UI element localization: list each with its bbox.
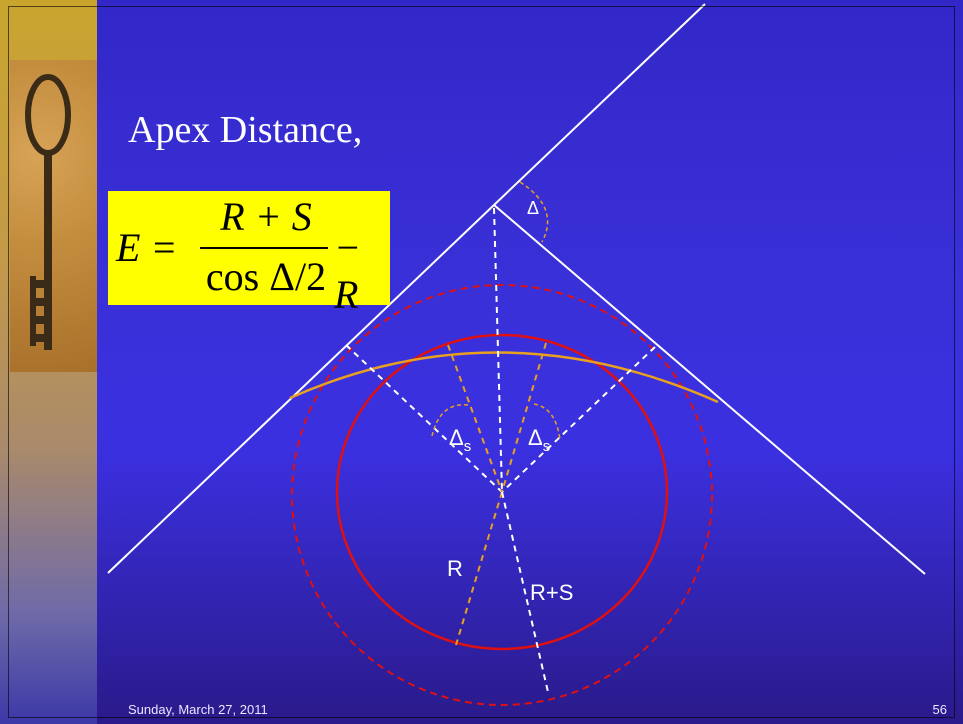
radius-r-line [455, 491, 503, 646]
curve-arc [289, 351, 719, 404]
formula-lhs: E = [116, 225, 178, 270]
key-photo [10, 60, 97, 372]
delta-s-left-subscript: s [464, 438, 472, 455]
tangent-line-left [107, 204, 495, 574]
delta-s-left-label: Δs [449, 425, 471, 455]
fraction-bar [200, 247, 328, 249]
radius-dashed-left-orange [447, 344, 503, 493]
formula-rhs: − R [334, 225, 361, 317]
delta-s-left-symbol: Δ [449, 425, 464, 450]
vertical-dashed-line [493, 207, 503, 493]
delta-angle-arc [519, 181, 549, 243]
circle-r [335, 333, 669, 651]
radius-dashed-left-white [345, 344, 503, 493]
formula-numerator: R + S [220, 194, 312, 239]
radius-dashed-right-white [501, 346, 656, 493]
radius-r-plus-s-line [501, 491, 549, 693]
delta-label: Δ [527, 198, 539, 218]
circle-r-plus-s [291, 284, 713, 706]
page-number: 56 [932, 702, 947, 717]
delta-s-right-symbol: Δ [528, 425, 543, 450]
delta-s-right-arc [533, 403, 561, 441]
side-bar [0, 0, 97, 724]
delta-s-right-subscript: s [543, 438, 551, 455]
footer-date: Sunday, March 27, 2011 [128, 702, 268, 717]
delta-s-right-label: Δs [528, 425, 550, 455]
delta-s-left-arc [431, 404, 469, 437]
key-icon [25, 74, 71, 350]
formula-denominator: cos Δ/2 [205, 254, 327, 299]
radius-plus-s-label: R+S [530, 580, 573, 605]
radius-label: R [447, 556, 463, 581]
tangent-line-extension [493, 3, 706, 206]
formula-box: E = R + S cos Δ/2 − R [108, 191, 390, 317]
slide-title: Apex Distance, [128, 109, 363, 151]
radius-dashed-right-orange [501, 342, 547, 493]
tangent-line-right [493, 204, 926, 575]
